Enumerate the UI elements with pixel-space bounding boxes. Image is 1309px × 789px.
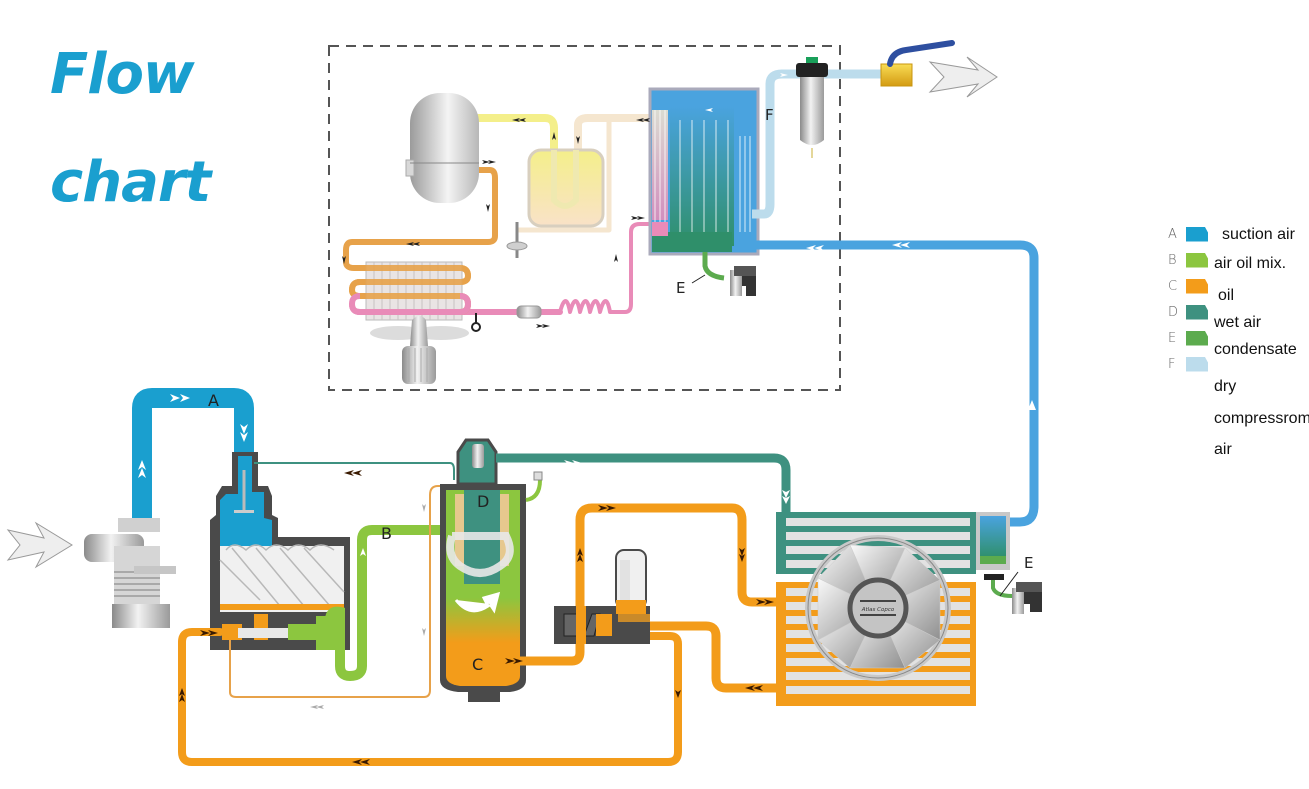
scavenge-flow-arrows xyxy=(310,504,426,709)
legend-item-d: D xyxy=(1168,302,1208,322)
label-a: A xyxy=(208,391,219,410)
legend-swatch-wet-air xyxy=(1186,304,1208,320)
dryer-heat-exchanger xyxy=(648,87,760,256)
outlet-arrow-icon xyxy=(928,56,998,98)
thermostatic-valve xyxy=(554,606,650,644)
legend-letter: F xyxy=(1168,356,1176,372)
legend-label-air: air xyxy=(1214,441,1232,458)
cooling-fan: Atlas Copco xyxy=(805,535,951,681)
legend-label-air-oil-mix: air oil mix. xyxy=(1214,255,1287,272)
oil-circuit xyxy=(178,503,785,766)
dryer-drain-valve xyxy=(730,266,756,296)
label-b: B xyxy=(381,524,392,543)
accumulator xyxy=(527,148,605,228)
oil-return-pipe xyxy=(178,628,682,766)
capillary-coil xyxy=(558,222,658,314)
legend-item-c: C xyxy=(1168,276,1208,296)
outlet-ball-valve xyxy=(880,40,955,87)
oil-separator-vessel xyxy=(440,438,526,702)
legend-label-oil: oil xyxy=(1218,287,1235,304)
label-e-aftercooler-leader xyxy=(999,571,1019,597)
legend-letter: D xyxy=(1168,304,1179,320)
title-flow: Flow xyxy=(50,42,195,107)
wet-air-pipe xyxy=(496,453,791,512)
legend-label-wet-air: wet air xyxy=(1214,314,1262,331)
line-filter xyxy=(796,57,828,158)
dry-air-pipe xyxy=(752,69,885,219)
oil-filter xyxy=(615,549,647,614)
dryer-condensate-line xyxy=(702,252,725,281)
legend-label-condensate: condensate xyxy=(1214,341,1297,358)
refrigerant-bypass-pipe xyxy=(516,115,612,233)
aftercooler-condensate-line xyxy=(991,580,1013,598)
oil-to-thermostat-pipe xyxy=(515,503,785,666)
safety-valve xyxy=(525,471,543,502)
legend-swatch-air-oil-mix xyxy=(1186,252,1208,268)
inlet-arrow-icon xyxy=(6,521,73,569)
oil-scavenge-line xyxy=(229,485,472,698)
legend-item-b: B xyxy=(1168,250,1208,270)
legend-letter: E xyxy=(1168,330,1177,346)
refrigerant-gas-pipe xyxy=(474,114,558,156)
refrigerant-suction-pipe xyxy=(574,114,659,156)
fan-brand-logo: Atlas Copco xyxy=(861,607,895,613)
legend-label-dry: dry xyxy=(1214,378,1237,395)
label-e-dryer: E xyxy=(676,279,685,297)
legend-swatch-condensate xyxy=(1186,330,1208,346)
control-air-line xyxy=(254,462,455,480)
pressure-switch xyxy=(471,313,481,332)
oil-from-cooler-pipe xyxy=(637,621,785,693)
refrigerant-dryer-boundary xyxy=(328,45,841,391)
legend-letter: B xyxy=(1168,252,1177,268)
legend-label-compressrom: compressrom xyxy=(1214,410,1309,427)
legend-letter: C xyxy=(1168,278,1178,294)
air-oil-mix-pipe xyxy=(325,525,452,682)
legend-letter: A xyxy=(1168,226,1177,242)
label-f: F xyxy=(765,106,774,124)
water-separator xyxy=(976,512,1010,580)
label-e-dryer-leader xyxy=(691,274,706,284)
legend-swatch-oil xyxy=(1186,278,1208,294)
filter-drier xyxy=(516,305,542,319)
label-e-aftercooler: E xyxy=(1024,554,1033,572)
label-d: D xyxy=(477,492,489,511)
legend-item-f: F xyxy=(1168,354,1208,374)
condenser xyxy=(348,261,472,321)
legend-item-e: E xyxy=(1168,328,1208,348)
hot-gas-bypass-valve xyxy=(506,222,528,258)
screw-compressor-element xyxy=(210,452,350,650)
refrigerant-compressor xyxy=(405,93,479,203)
aftercooler-drain-valve xyxy=(1012,582,1042,614)
title-chart: chart xyxy=(50,150,211,215)
legend-label-suction-air: suction air xyxy=(1222,226,1295,243)
suction-air-pipe xyxy=(132,388,254,518)
label-c: C xyxy=(472,655,483,674)
legend-swatch-dry-air xyxy=(1186,356,1208,372)
oil-flow-arrows xyxy=(179,470,774,765)
condenser-fan xyxy=(370,316,469,384)
inlet-filter xyxy=(84,518,176,628)
flow-direction-arrows xyxy=(138,73,1036,556)
refrigerant-flow-arrows xyxy=(342,118,650,328)
compressed-air-to-dryer-pipe xyxy=(756,240,1039,527)
legend-item-a: A xyxy=(1168,224,1208,244)
legend-swatch-suction-air xyxy=(1186,226,1208,242)
